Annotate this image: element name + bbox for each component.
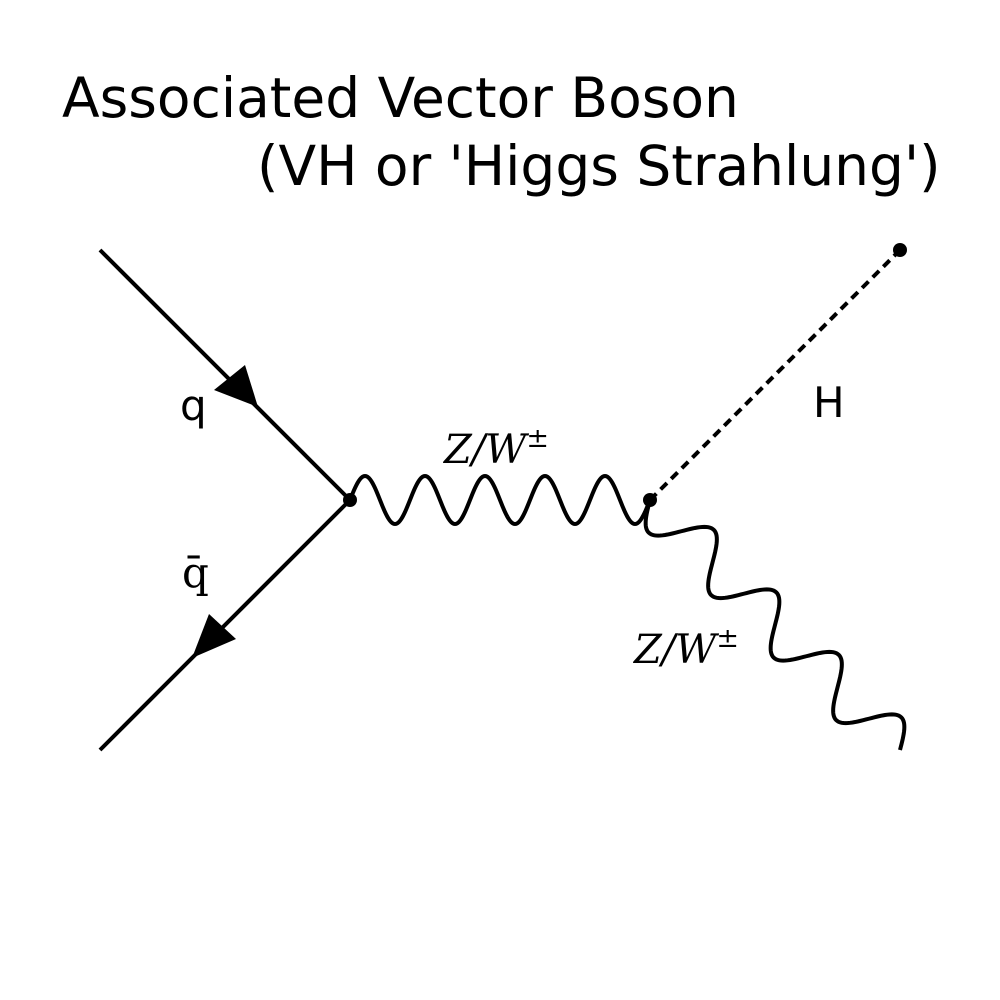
propagator-label: Z/W± bbox=[442, 423, 549, 473]
higgs-endpoint bbox=[893, 243, 907, 257]
quark-line bbox=[98, 248, 352, 502]
title-line-1: Associated Vector Boson bbox=[62, 66, 739, 130]
outgoing-boson-wavy-line bbox=[643, 499, 907, 751]
higgs-dashed-line bbox=[648, 248, 902, 502]
quark-label: q bbox=[180, 381, 207, 430]
propagator-label-sup: ± bbox=[526, 423, 549, 454]
antiquark-arrow bbox=[192, 614, 236, 658]
vertex-right bbox=[643, 493, 657, 507]
vertex-left bbox=[343, 493, 357, 507]
antiquark-label: q̄ bbox=[182, 548, 209, 597]
title-line-2: (VH or 'Higgs Strahlung') bbox=[257, 134, 941, 198]
outgoing-boson-label-base: Z/W bbox=[632, 627, 719, 673]
higgs-label: H bbox=[813, 378, 845, 427]
quark-arrow bbox=[214, 365, 258, 407]
outgoing-boson-label: Z/W± bbox=[632, 623, 739, 673]
propagator-label-base: Z/W bbox=[442, 427, 529, 473]
antiquark-line bbox=[98, 498, 352, 752]
propagator-wavy-line bbox=[348, 473, 652, 527]
outgoing-boson-label-sup: ± bbox=[716, 623, 739, 654]
